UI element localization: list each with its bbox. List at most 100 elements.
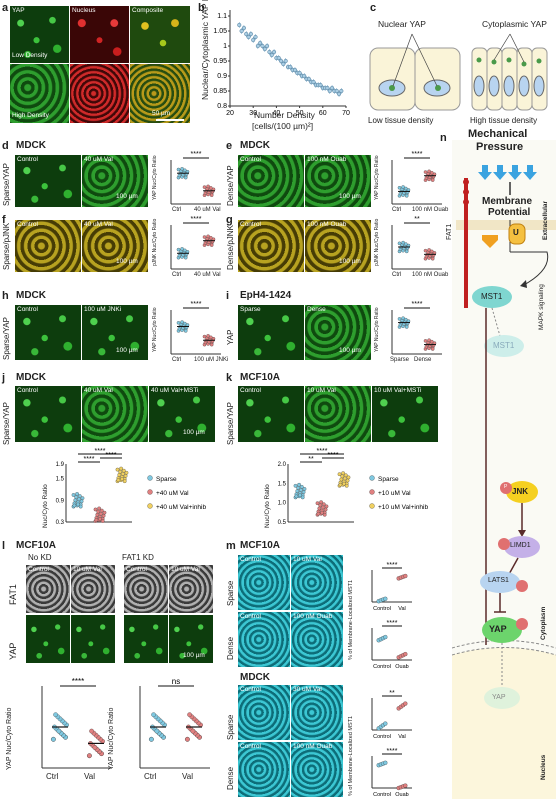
data-point <box>51 736 56 742</box>
data-point <box>322 512 327 517</box>
panel-d-title: MDCK <box>16 140 46 151</box>
data-point <box>187 712 192 718</box>
data-point <box>183 321 187 326</box>
chart-h-plot: **** <box>170 301 221 355</box>
data-point <box>71 493 76 497</box>
chart-g-ylabel: pJNK Nuc/Cyto Ratio <box>374 218 380 266</box>
chart-l1-plot: **** <box>41 677 112 769</box>
data-point <box>121 468 126 473</box>
data-point <box>297 482 301 487</box>
significance-label: ** <box>308 456 314 463</box>
panel-label-n: n <box>440 132 447 144</box>
label-potential: Potential <box>488 207 531 218</box>
chart-m-ylabel-1: % of Membrane-Localized MST1 <box>348 579 354 660</box>
data-point <box>183 168 187 173</box>
data-point <box>321 502 326 507</box>
label-yap-nuclear: YAP <box>492 694 506 701</box>
chart-b-xlabel: Number Density <box>254 110 315 120</box>
legend-marker <box>369 503 375 509</box>
chart-i-x2: Dense <box>414 357 432 363</box>
data-point <box>248 31 253 37</box>
label-mst1: MST1 <box>481 292 503 301</box>
image-yap-high: High Density <box>10 64 69 123</box>
chart-b-xlabel-units: [cells/(100 µm)²] <box>252 121 314 131</box>
data-point <box>299 484 304 489</box>
image-m-2: 10 uM Val <box>291 555 343 610</box>
data-point <box>176 167 181 172</box>
tile-label: Nucleus <box>72 7 96 14</box>
tile-label: Dense <box>307 306 326 313</box>
data-point <box>318 82 323 88</box>
data-point <box>206 334 210 338</box>
x-tick-label: 30 <box>249 110 257 117</box>
tile-label: Control <box>240 556 261 563</box>
data-point <box>151 712 156 718</box>
data-point <box>209 342 214 347</box>
panel-label-c: c <box>370 2 377 14</box>
y-tick-label: 0.85 <box>213 88 227 95</box>
chart-i-ylabel: YAP Nuc/Cyto Ratio <box>374 307 380 352</box>
significance-label: **** <box>387 562 398 569</box>
chart-l-fat1kd: ns <box>139 677 210 769</box>
data-point <box>94 518 99 522</box>
panel-m-row-sparse: Sparse <box>226 580 235 606</box>
data-point <box>403 701 408 706</box>
scale-bar-label: 100 µm <box>339 193 361 200</box>
data-point <box>190 728 196 734</box>
data-point <box>209 186 213 190</box>
chart-l2-ylabel: YAP Nuc/Cyto Ratio <box>108 707 115 770</box>
data-point <box>343 473 348 478</box>
label-row-fat1: FAT1 <box>8 584 18 605</box>
data-point <box>251 37 256 43</box>
tile-label: Control <box>28 566 49 573</box>
diagram-tissue-density <box>369 33 548 111</box>
data-point <box>281 61 286 67</box>
y-tick-label: 0.9 <box>56 498 65 504</box>
data-point <box>76 502 80 507</box>
data-point <box>117 473 122 477</box>
data-point <box>293 483 298 488</box>
image-g-control: Control <box>238 220 304 272</box>
data-point <box>253 34 258 40</box>
chart-k: 0.51.01.52.0**********Sparse+10 uM Val+1… <box>278 448 429 526</box>
panel-j-title: MDCK <box>16 372 46 383</box>
panel-label-e: e <box>226 140 233 152</box>
scale-bar-label: 100 µm <box>183 429 205 436</box>
y-tick-label: 1.0 <box>278 501 287 507</box>
data-point <box>92 745 98 750</box>
tile-label: YAP <box>12 7 25 14</box>
chart-d: **** <box>170 151 221 205</box>
image-l-yap-kd-val: 100 µm <box>169 615 213 663</box>
data-point <box>202 185 207 189</box>
x-tick-label: 60 <box>319 110 327 117</box>
data-point <box>336 91 342 97</box>
significance-label: **** <box>106 452 117 459</box>
data-point <box>311 79 316 85</box>
scale-bar <box>156 119 184 121</box>
label-membrane: Membrane <box>482 196 533 207</box>
data-point <box>430 249 434 254</box>
legend-marker <box>147 489 153 495</box>
data-point <box>258 40 263 46</box>
data-point <box>383 721 388 726</box>
data-point <box>206 234 210 239</box>
data-point <box>122 479 127 484</box>
tile-label: Control <box>240 221 261 228</box>
x-tick-label: Control <box>373 734 391 740</box>
data-point <box>383 760 388 765</box>
data-point <box>423 170 428 174</box>
data-point <box>383 596 388 601</box>
image-composite-high: 50 µm <box>130 64 190 123</box>
data-point <box>206 184 210 189</box>
tile-label: 100 nM Ouab <box>293 613 333 620</box>
significance-label: **** <box>387 748 398 755</box>
image-h-control: Control <box>15 305 81 360</box>
image-f-control: Control <box>15 220 81 272</box>
data-point <box>183 175 188 180</box>
x-tick-label: Control <box>373 792 391 798</box>
data-point <box>183 255 188 260</box>
image-l-fat1kd-val: 10 uM Val <box>169 565 213 613</box>
y-tick-label: 1.9 <box>56 462 65 468</box>
image-m-5: Control <box>238 685 290 740</box>
